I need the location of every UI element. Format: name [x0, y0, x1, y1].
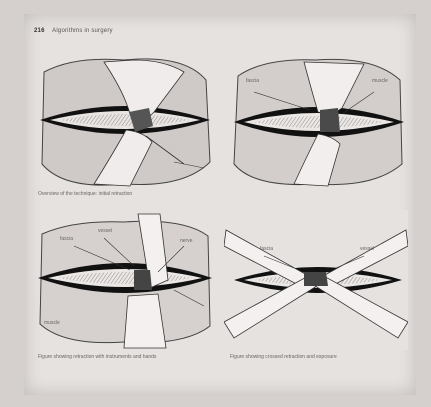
book-page: 216 Algorithms in surgery — [24, 14, 416, 395]
figure-top-right: fascia muscle — [224, 52, 408, 192]
label-fascia: fascia — [260, 246, 273, 252]
page-number: 216 — [34, 28, 45, 34]
running-header: 216 Algorithms in surgery — [34, 28, 113, 34]
header-title: Algorithms in surgery — [52, 28, 113, 34]
figure-caption-4: Figure showing crossed retraction and ex… — [230, 354, 337, 360]
surgical-illustration — [224, 52, 408, 192]
figure-caption-1: Overview of the technique: initial retra… — [38, 191, 132, 197]
surgical-illustration — [34, 52, 214, 192]
figure-top-left: Overview of the technique: initial retra… — [34, 52, 214, 192]
label-muscle: muscle — [44, 320, 60, 326]
label-vessel: vessel — [98, 228, 112, 234]
label-fascia: fascia — [246, 78, 259, 84]
surgical-illustration — [34, 210, 214, 350]
figure-caption-3: Figure showing retraction with instrumen… — [38, 354, 156, 360]
label-fascia: fascia — [60, 236, 73, 242]
figure-bottom-left: fascia vessel nerve muscle — [34, 210, 214, 350]
label-nerve: nerve — [180, 238, 193, 244]
label-muscle: muscle — [372, 78, 388, 84]
label-vessel: vessel — [360, 246, 374, 252]
figure-bottom-right: fascia vessel — [224, 210, 408, 350]
surgical-illustration — [224, 210, 408, 350]
